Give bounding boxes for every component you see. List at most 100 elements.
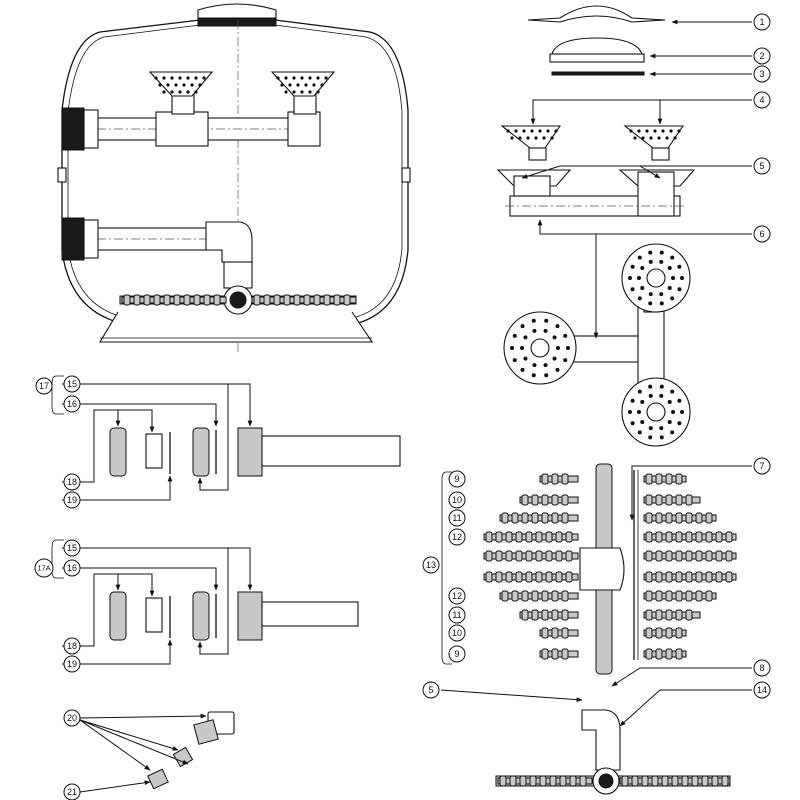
svg-text:8: 8 bbox=[759, 663, 764, 673]
svg-text:6: 6 bbox=[759, 229, 764, 239]
callout-14: 14 bbox=[753, 681, 771, 699]
perforation bbox=[680, 276, 684, 280]
perforation bbox=[162, 76, 166, 80]
perforation bbox=[677, 129, 681, 133]
perforation bbox=[556, 346, 560, 350]
lateral-tube-1 bbox=[539, 473, 579, 485]
lateral-tube-16 bbox=[643, 609, 701, 621]
svg-text:15: 15 bbox=[67, 379, 77, 389]
perforation bbox=[526, 136, 530, 140]
callout-21: 21 bbox=[63, 783, 81, 800]
perforation bbox=[532, 328, 537, 333]
perforation bbox=[629, 129, 633, 133]
perforation bbox=[531, 318, 536, 323]
svg-text:17: 17 bbox=[39, 381, 49, 391]
perforation bbox=[292, 90, 296, 94]
svg-text:19: 19 bbox=[67, 659, 77, 669]
perforation bbox=[544, 373, 549, 378]
perforation bbox=[542, 136, 546, 140]
perforation bbox=[563, 333, 568, 338]
perforation bbox=[677, 264, 682, 269]
svg-text:3: 3 bbox=[759, 69, 764, 79]
svg-text:1: 1 bbox=[759, 17, 764, 27]
callout-19-a: 19 bbox=[63, 491, 81, 509]
perforation bbox=[648, 393, 653, 398]
bottom-elbow-assembly bbox=[495, 709, 731, 795]
perforation bbox=[308, 76, 312, 80]
perforation bbox=[659, 250, 664, 255]
tank-top-lid bbox=[197, 3, 277, 21]
perforation bbox=[555, 367, 560, 372]
perforation bbox=[648, 250, 653, 255]
callout-8: 8 bbox=[753, 659, 771, 677]
callout-5: 5 bbox=[753, 157, 771, 175]
tank-base bbox=[99, 311, 374, 343]
lateral-tube-9 bbox=[483, 550, 579, 562]
perforation bbox=[288, 83, 292, 87]
perforation bbox=[555, 324, 560, 329]
svg-text:9: 9 bbox=[454, 474, 459, 484]
perforation bbox=[671, 276, 675, 280]
upper-distributor-exploded bbox=[496, 169, 696, 217]
perforation bbox=[534, 136, 538, 140]
perforation bbox=[659, 426, 664, 431]
perforation bbox=[640, 266, 645, 271]
perforation bbox=[198, 83, 202, 87]
perforation bbox=[641, 136, 645, 140]
perforation bbox=[648, 426, 653, 431]
svg-text:4: 4 bbox=[759, 95, 764, 105]
svg-text:21: 21 bbox=[67, 787, 77, 797]
callout-18-b: 18 bbox=[63, 637, 81, 655]
lateral-tube-5 bbox=[499, 512, 579, 524]
perforation bbox=[520, 324, 525, 329]
perforation bbox=[661, 129, 665, 133]
perforation bbox=[653, 129, 657, 133]
perforation bbox=[170, 90, 174, 94]
lateral-tube-20 bbox=[643, 648, 687, 660]
perforation bbox=[550, 136, 554, 140]
perforation bbox=[522, 129, 526, 133]
perforation bbox=[276, 76, 280, 80]
svg-text:19: 19 bbox=[67, 495, 77, 505]
callout-11-top: 11 bbox=[448, 509, 466, 527]
lateral-tube-10 bbox=[643, 550, 737, 562]
tank-lateral-left bbox=[121, 294, 227, 306]
svg-text:14: 14 bbox=[757, 685, 767, 695]
perforation bbox=[670, 389, 675, 394]
perforation bbox=[566, 346, 570, 350]
svg-text:7: 7 bbox=[759, 461, 764, 471]
tank-lateral-right bbox=[251, 294, 357, 306]
perforation bbox=[667, 266, 672, 271]
perforation bbox=[637, 410, 641, 414]
perforation bbox=[296, 83, 300, 87]
perforation bbox=[308, 90, 312, 94]
lateral-tube-11 bbox=[483, 571, 579, 583]
perforation bbox=[182, 83, 186, 87]
perforation bbox=[194, 90, 198, 94]
lateral-tube-12 bbox=[643, 571, 737, 583]
svg-text:20: 20 bbox=[67, 713, 77, 723]
perforation bbox=[512, 358, 517, 363]
perforation bbox=[670, 255, 675, 260]
perforation bbox=[630, 264, 635, 269]
perforation bbox=[530, 129, 534, 133]
svg-text:10: 10 bbox=[452, 628, 462, 638]
perforation bbox=[657, 136, 661, 140]
perforation bbox=[543, 328, 548, 333]
svg-text:13: 13 bbox=[426, 560, 436, 570]
lateral-tube-14 bbox=[643, 590, 717, 602]
perforation bbox=[316, 76, 320, 80]
svg-text:5: 5 bbox=[759, 161, 764, 171]
perforation bbox=[162, 90, 166, 94]
perforation bbox=[158, 83, 162, 87]
svg-text:2: 2 bbox=[759, 51, 764, 61]
bottom-lateral-right bbox=[619, 775, 731, 787]
callout-16-b: 16 bbox=[63, 559, 81, 577]
svg-text:10: 10 bbox=[452, 495, 462, 505]
perforation bbox=[671, 410, 675, 414]
drain-plugs bbox=[147, 711, 235, 790]
perforation bbox=[677, 398, 682, 403]
svg-text:18: 18 bbox=[67, 641, 77, 651]
